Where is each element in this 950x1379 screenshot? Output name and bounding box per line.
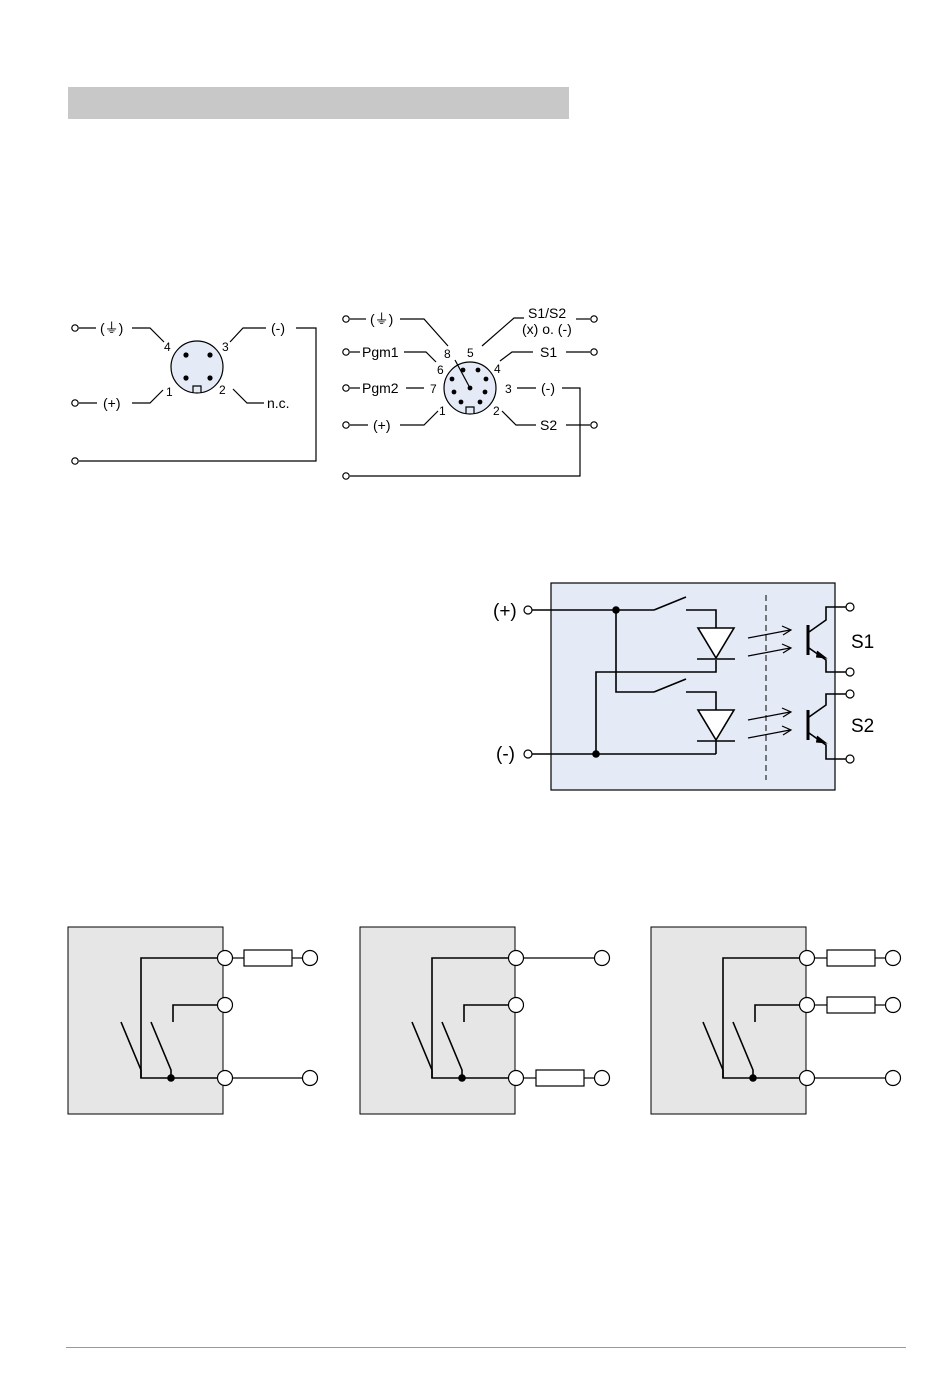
pin-dot	[207, 352, 212, 357]
terminal	[218, 951, 233, 966]
terminal	[800, 1071, 815, 1086]
s2-label: S2	[851, 716, 874, 737]
terminal	[591, 349, 597, 355]
pin-dot	[484, 377, 489, 382]
s1-label: S1	[851, 632, 874, 653]
terminal	[595, 1071, 610, 1086]
pin-3-label: 3	[222, 340, 229, 354]
pin-4-label: 4	[494, 362, 501, 376]
connector-4pin-body	[171, 341, 223, 393]
junction-dot	[167, 1074, 175, 1082]
terminal	[846, 668, 854, 676]
signal-pgm1-label: Pgm1	[362, 344, 399, 360]
load-resistor	[244, 950, 292, 966]
optocoupler-box	[551, 583, 835, 790]
signal-minus-label: (-)	[271, 320, 285, 336]
pin-1-label: 1	[439, 404, 446, 418]
config-box	[68, 927, 223, 1114]
pin-dot	[207, 375, 212, 380]
terminal	[846, 603, 854, 611]
output-config-1	[68, 927, 318, 1114]
junction-dot	[458, 1074, 466, 1082]
terminal	[218, 998, 233, 1013]
signal-nc-label: n.c.	[267, 395, 290, 411]
pin-dot	[478, 400, 483, 405]
terminal	[343, 422, 349, 428]
output-config-2	[360, 927, 610, 1114]
load-resistor	[827, 997, 875, 1013]
terminal	[886, 998, 901, 1013]
pin-7-label: 7	[430, 382, 437, 396]
pin-dot	[459, 400, 464, 405]
pin-8-label: 8	[444, 347, 451, 361]
terminal	[595, 951, 610, 966]
terminal	[343, 349, 349, 355]
connector-4pin: 4 3 1 2 (⏚) (-) (+) n.c.	[72, 320, 316, 464]
terminal	[303, 951, 318, 966]
terminal	[72, 400, 78, 406]
terminal	[591, 316, 597, 322]
pin-dot	[450, 377, 455, 382]
terminal	[343, 316, 349, 322]
output-config-3	[651, 927, 901, 1114]
pin-5-label: 5	[467, 346, 474, 360]
terminal	[509, 998, 524, 1013]
terminal	[524, 750, 532, 758]
pin-2-label: 2	[493, 404, 500, 418]
junction-dot	[749, 1074, 757, 1082]
pin-dot	[476, 368, 481, 373]
optocoupler-schematic: (+) (-)	[493, 583, 874, 790]
signal-s1s2-label: S1/S2	[528, 305, 566, 321]
connector-8pin: 8 5 6 4 7 3 1 2 (⏚) Pgm1 Pgm2 (+) S1/S2 …	[343, 305, 597, 479]
signal-s2-label: S2	[540, 417, 557, 433]
pin-dot	[183, 352, 188, 357]
signal-s1-label: S1	[540, 344, 557, 360]
terminal	[886, 1071, 901, 1086]
signal-s1s2-sub-label: (x) o. (-)	[522, 321, 572, 337]
signal-ground-label: (⏚)	[100, 320, 123, 336]
pin-3-label: 3	[505, 382, 512, 396]
pin-2-label: 2	[219, 383, 226, 397]
terminal	[303, 1071, 318, 1086]
terminal	[846, 755, 854, 763]
load-resistor	[536, 1070, 584, 1086]
signal-pgm2-label: Pgm2	[362, 380, 399, 396]
terminal	[72, 458, 78, 464]
terminal	[343, 473, 349, 479]
config-box	[651, 927, 806, 1114]
signal-plus-label: (+)	[103, 395, 121, 411]
terminal	[509, 951, 524, 966]
config-box	[360, 927, 515, 1114]
footer-rule	[66, 1347, 906, 1348]
terminal	[218, 1071, 233, 1086]
terminal	[800, 951, 815, 966]
signal-minus-label: (-)	[541, 380, 555, 396]
signal-ground-label: (⏚)	[370, 311, 393, 327]
terminal	[509, 1071, 524, 1086]
terminal	[846, 690, 854, 698]
terminal	[524, 606, 532, 614]
terminal	[800, 998, 815, 1013]
terminal	[591, 422, 597, 428]
pin-6-label: 6	[437, 363, 444, 377]
pin-dot	[452, 390, 457, 395]
minus-label: (-)	[496, 744, 515, 765]
terminal	[886, 951, 901, 966]
plus-label: (+)	[493, 601, 517, 622]
signal-plus-label: (+)	[373, 417, 391, 433]
pin-dot	[183, 375, 188, 380]
pin-4-label: 4	[164, 340, 171, 354]
terminal	[343, 385, 349, 391]
pin-dot	[483, 390, 488, 395]
terminal	[72, 325, 78, 331]
pin-1-label: 1	[166, 385, 173, 399]
load-resistor	[827, 950, 875, 966]
